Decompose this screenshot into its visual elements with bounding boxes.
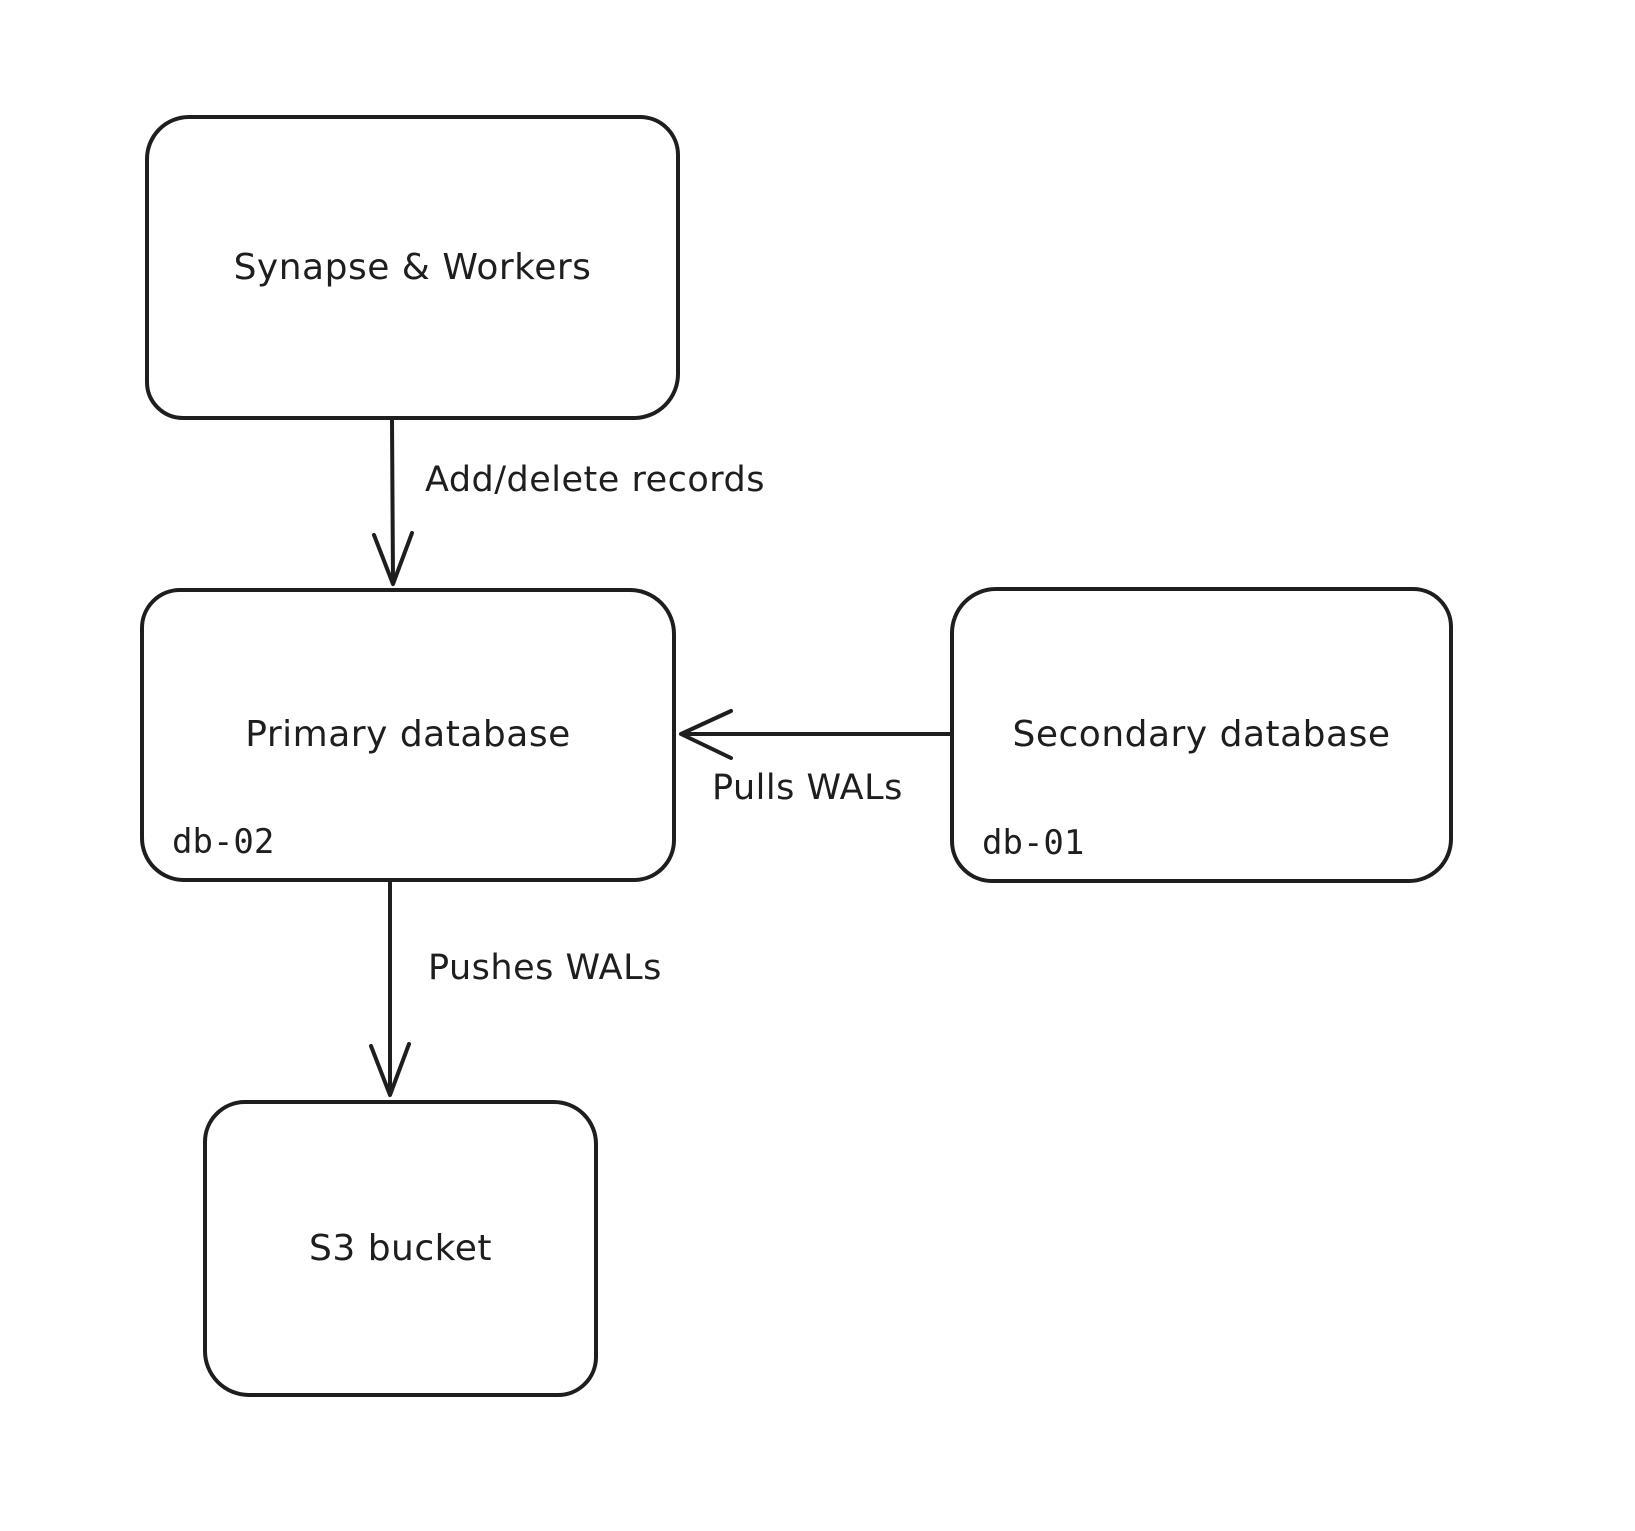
- arrow-shaft: [390, 419, 395, 582]
- node-label: Secondary database: [1012, 714, 1391, 756]
- node-sublabel-hostname: db-02: [172, 822, 275, 862]
- node-synapse-workers: Synapse & Workers: [145, 115, 680, 420]
- edge-label-pushes-wals: Pushes WALs: [428, 948, 662, 988]
- arrowhead-left-icon: [679, 709, 733, 760]
- arrowhead-down-icon: [372, 531, 414, 586]
- node-primary-database: Primary database db-02: [140, 588, 676, 882]
- node-s3-bucket: S3 bucket: [203, 1100, 598, 1397]
- edge-label-add-delete-records: Add/delete records: [425, 460, 765, 500]
- edge-pulls-wals: [679, 709, 952, 760]
- node-sublabel-hostname: db-01: [982, 823, 1085, 863]
- edge-label-pulls-wals: Pulls WALs: [712, 768, 903, 808]
- edge-add-delete-records: [372, 419, 414, 586]
- node-label: Primary database: [245, 714, 571, 756]
- arrowhead-down-icon: [369, 1042, 411, 1097]
- node-secondary-database: Secondary database db-01: [950, 587, 1453, 883]
- edge-pushes-wals: [369, 881, 411, 1097]
- node-label: S3 bucket: [309, 1227, 492, 1269]
- node-label: Synapse & Workers: [233, 246, 592, 288]
